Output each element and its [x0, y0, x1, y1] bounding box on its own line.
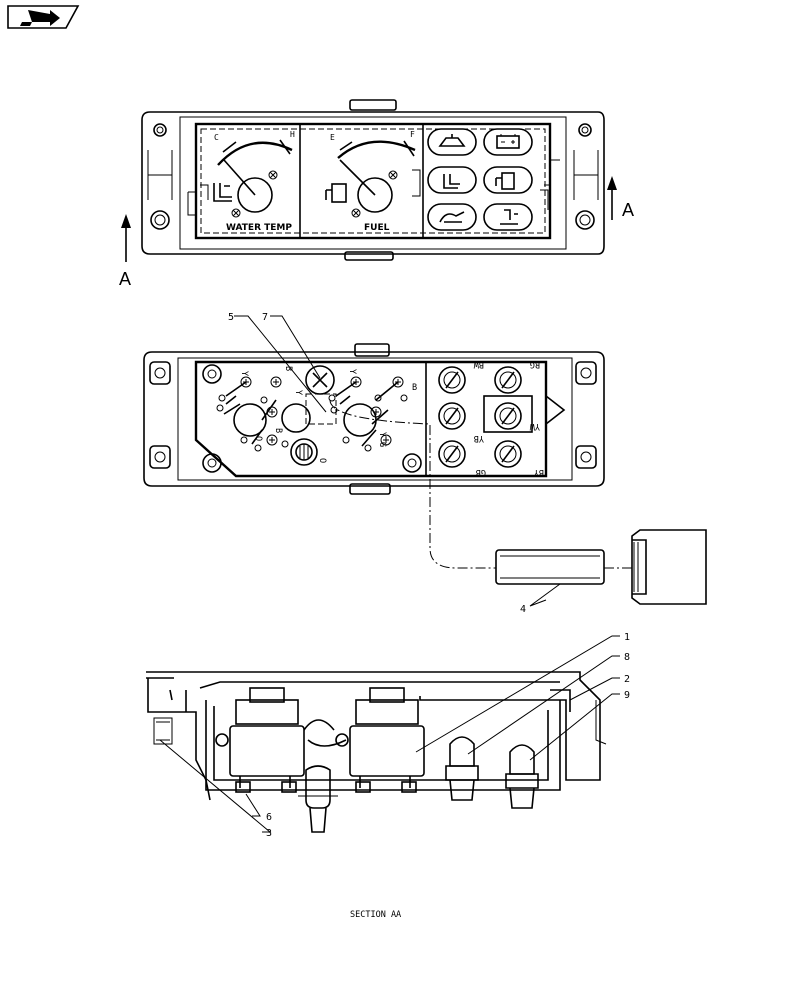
oil-pressure-icon: [438, 134, 466, 147]
terminal-label-1: Y: [239, 371, 249, 376]
fuel-pump-icon: [325, 183, 347, 203]
callout-7: 7: [262, 312, 268, 323]
warning-lamps: [427, 128, 533, 231]
bulb-code-bw: BW: [473, 359, 484, 369]
section-arrow-right: A: [607, 176, 634, 220]
coolant-temp-icon: [213, 183, 232, 202]
callout-3: 3: [266, 828, 272, 839]
rear-view: Y B Y B Y B Y G O O BW RG YB YW GB BY: [143, 343, 707, 605]
callout-9: 9: [624, 690, 630, 701]
fuel-label: FUEL: [364, 223, 390, 233]
bulb-code-gb: GB: [476, 467, 486, 477]
section-mark-left: A: [119, 269, 131, 289]
bulb-code-yb: YB: [474, 433, 484, 443]
callout-2: 2: [624, 674, 630, 685]
bulb-code-yw: YW: [529, 421, 540, 431]
callout-4: 4: [520, 604, 526, 615]
callout-1: 1: [624, 632, 630, 643]
terminal-label-7: Y: [377, 432, 387, 437]
fuel-scale-low: E: [330, 133, 335, 142]
water-temp-scale-low: C: [214, 133, 219, 142]
section-mark-right: A: [622, 200, 634, 220]
callout-6: 6: [266, 812, 272, 823]
section-view: [146, 671, 607, 833]
fuel-scale-high: F: [410, 130, 415, 139]
back-page-icon[interactable]: [7, 5, 80, 29]
terminal-label-8: G: [377, 442, 387, 447]
battery-icon: [496, 134, 520, 149]
terminal-label-9: O: [317, 458, 327, 463]
air-filter-icon: [439, 211, 465, 223]
callout-leaders: [159, 315, 620, 833]
terminal-label-5: Y: [293, 390, 303, 395]
water-temp-scale-high: H: [290, 130, 295, 139]
callout-8: 8: [624, 652, 630, 663]
water-temp-gauge: C H WATER TEMP: [213, 130, 295, 233]
bulb-code-by: BY: [534, 467, 544, 477]
coolant-temp-lamp-icon: [443, 174, 460, 189]
terminal-label-10: O: [253, 436, 263, 441]
front-view: C H WATER TEMP E F FUEL: [119, 99, 634, 289]
fuel-pump-lamp-icon: [495, 172, 515, 190]
water-temp-label: WATER TEMP: [226, 223, 292, 233]
section-arrow-left: A: [119, 214, 131, 289]
terminal-label-4: B: [412, 383, 417, 393]
callout-5: 5: [228, 312, 234, 323]
terminal-label-3: Y: [347, 369, 357, 374]
fuel-gauge: E F FUEL: [325, 130, 416, 233]
terminal-label-6: B: [273, 428, 283, 433]
bulb-sockets: BW RG YB YW GB BY: [438, 359, 566, 477]
bulb-code-rg: RG: [530, 359, 540, 369]
section-caption: SECTION AA: [350, 910, 401, 920]
terminal-label-2: B: [283, 366, 293, 371]
transmission-temp-icon: [500, 209, 518, 225]
harness-connector: [495, 529, 707, 605]
